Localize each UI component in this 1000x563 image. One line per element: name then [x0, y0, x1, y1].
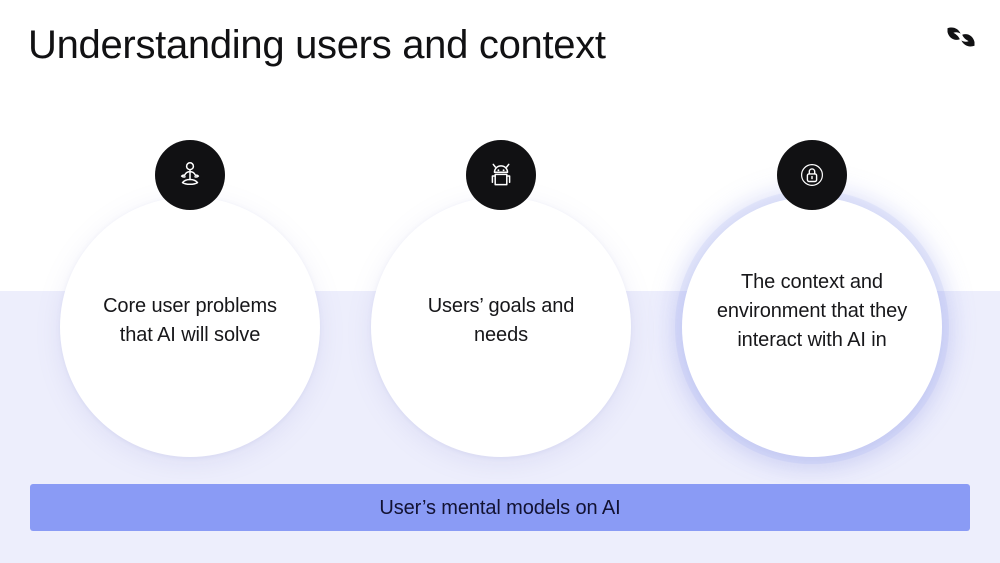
pillar-user-goals-needs[interactable]: Users’ goals and needs [371, 140, 631, 460]
page-title: Understanding users and context [28, 23, 606, 67]
pillar-core-user-problems[interactable]: Core user problems that AI will solve [60, 140, 320, 460]
pillar-text: Users’ goals and needs [427, 295, 575, 346]
pillar-circle: Users’ goals and needs [371, 197, 631, 457]
pillar-circle: The context and environment that they in… [682, 197, 942, 457]
pillar-circle: Core user problems that AI will solve [60, 197, 320, 457]
banner-label: User’s mental models on AI [379, 496, 621, 519]
mental-models-banner[interactable]: User’s mental models on AI [30, 484, 970, 531]
pillars-row: Core user problems that AI will solve Us… [0, 140, 1000, 460]
lock-icon [777, 140, 847, 210]
pillar-text: The context and environment that they in… [716, 270, 908, 351]
meditation-person-icon [155, 140, 225, 210]
pillar-text: Core user problems that AI will solve [103, 295, 277, 346]
robot-icon [466, 140, 536, 210]
brand-logo-icon [944, 20, 978, 54]
pillar-context-environment[interactable]: The context and environment that they in… [682, 140, 942, 460]
